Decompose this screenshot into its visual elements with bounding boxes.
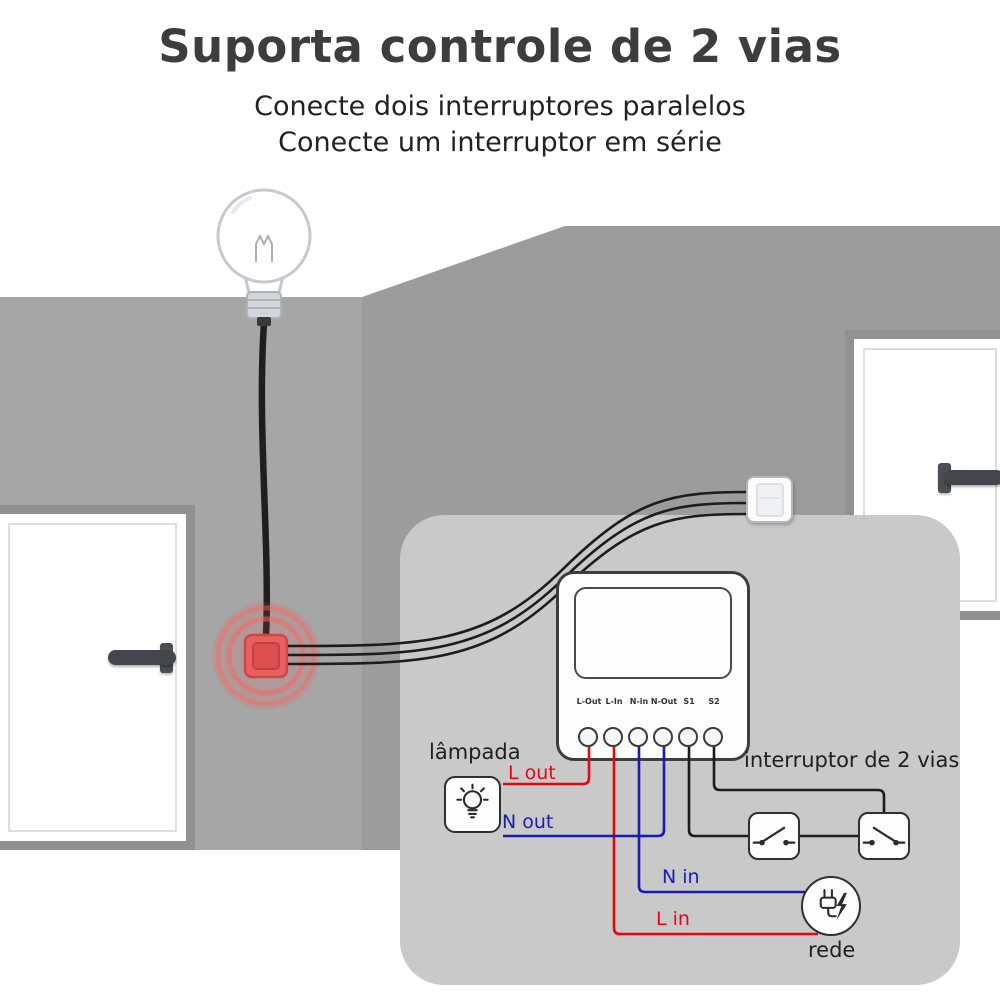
terminal-n-in <box>628 727 648 747</box>
n-in-label: N in <box>662 866 700 888</box>
door-left-panel <box>8 523 177 832</box>
terminal-label-s2: S2 <box>708 697 720 706</box>
door-handle-right <box>944 470 1000 485</box>
n-out-label: N out <box>502 811 554 833</box>
two-way-switch-icon-1 <box>748 812 800 860</box>
page-title: Suporta controle de 2 vias <box>158 20 842 73</box>
two-way-switch-icon-2 <box>858 812 910 860</box>
terminal-n-out <box>653 727 673 747</box>
subtitle-line-1: Conecte dois interruptores paralelos <box>254 91 746 122</box>
door-handle-left <box>108 650 176 665</box>
door-left <box>0 505 195 850</box>
power-label: rede <box>808 938 856 962</box>
two-way-switch-label: interruptor de 2 vias <box>744 748 960 772</box>
wall-light-switch <box>746 476 793 523</box>
power-icon <box>801 876 861 936</box>
terminal-s1 <box>678 727 698 747</box>
plug-icon <box>819 889 847 920</box>
lamp-label: lâmpada <box>429 740 521 764</box>
switch-rocker <box>756 483 783 516</box>
terminal-l-out <box>578 727 598 747</box>
terminal-l-in <box>603 727 623 747</box>
bulb-filament <box>255 233 273 262</box>
lightning-icon <box>836 892 847 920</box>
header: Suporta controle de 2 vias Conecte dois … <box>0 0 1000 160</box>
l-in-label: L in <box>656 908 690 930</box>
switch-symbol-icon <box>752 826 796 846</box>
terminal-s2 <box>703 727 723 747</box>
bulb-icon <box>456 783 489 819</box>
module-face <box>574 587 732 679</box>
switch-symbol-icon <box>862 826 906 846</box>
lamp-icon <box>444 776 501 833</box>
l-out-label: L out <box>508 762 556 784</box>
subtitle-line-2: Conecte um interruptor em série <box>278 126 722 158</box>
